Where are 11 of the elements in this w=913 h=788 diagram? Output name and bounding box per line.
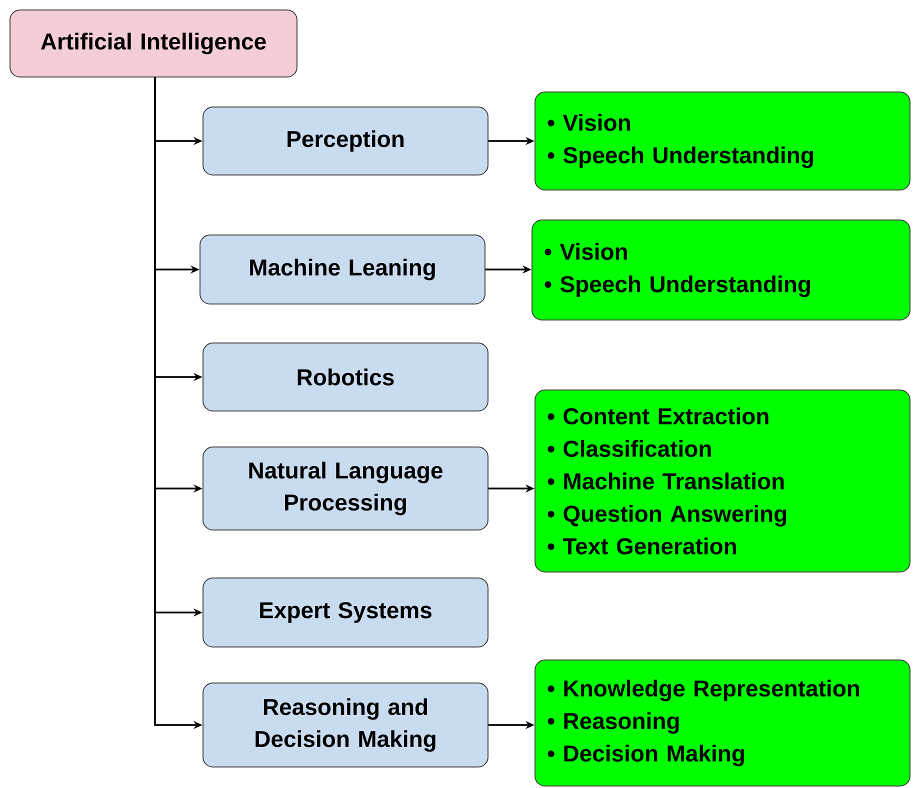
category-box: Expert Systems [202, 578, 488, 648]
topic-box: Artificial Intelligence [10, 10, 298, 78]
category-box: Machine Leaning [200, 234, 486, 304]
detail-box: • Vision • Speech Understanding [534, 92, 910, 190]
category-box: Natural Language Processing [202, 446, 488, 530]
detail-box: • Knowledge Representation • Reasoning • Decision Making [534, 660, 910, 786]
category-box: Perception [202, 106, 488, 176]
category-box: Robotics [202, 342, 488, 412]
detail-box: • Vision • Speech Understanding [532, 220, 910, 320]
detail-box: • Content Extraction • Classification • Machine Translation • Question Answering • Text Generation [534, 390, 910, 572]
category-box: Reasoning and Decision Making [202, 682, 488, 768]
